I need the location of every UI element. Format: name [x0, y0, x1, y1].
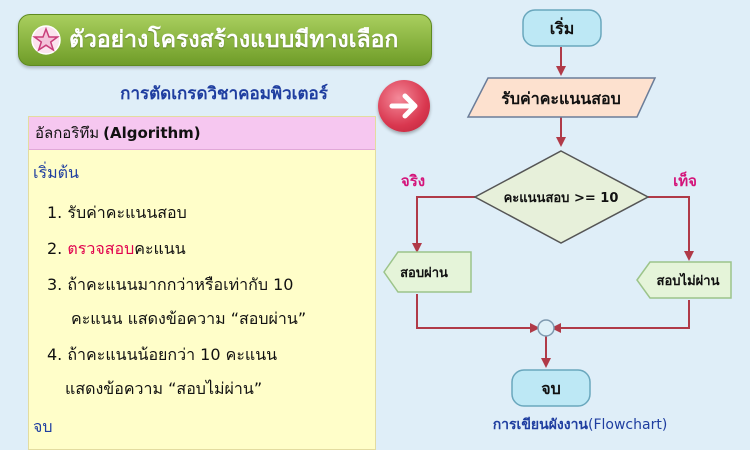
star-icon	[31, 25, 61, 55]
flowchart-caption: การเขียนผังงาน(Flowchart)	[470, 414, 690, 436]
algorithm-start: เริ่มต้น	[33, 163, 79, 182]
algorithm-end: จบ	[33, 417, 53, 436]
algorithm-step-2-highlight: ตรวจสอบ	[67, 239, 135, 258]
algorithm-step-2-rest: คะแนน	[134, 239, 186, 258]
algorithm-step-2-num: 2.	[47, 239, 68, 258]
flowchart-caption-bold: การเขียนผังงาน	[492, 417, 588, 433]
algorithm-step-2: 2. ตรวจสอบคะแนน	[47, 237, 186, 262]
algorithm-step-3-line-2: คะแนน แสดงข้อความ “สอบผ่าน”	[71, 309, 307, 328]
fail-output-label: สอบไม่ผ่าน	[657, 272, 720, 289]
algorithm-step-4-line-2: แสดงข้อความ “สอบไม่ผ่าน”	[65, 379, 263, 398]
input-parallelogram	[466, 77, 657, 118]
pass-output-shape	[383, 251, 472, 293]
arrow-pass-to-join	[416, 294, 540, 333]
start-terminal	[522, 9, 602, 47]
join-connector	[537, 319, 555, 337]
algorithm-step-1: 1. รับค่าคะแนนสอบ	[47, 203, 187, 222]
decision-diamond	[473, 150, 650, 244]
decision-label: คะแนนสอบ >= 10	[504, 191, 619, 206]
algorithm-subtitle: การตัดเกรดวิชาคอมพิวเตอร์	[120, 84, 328, 104]
true-branch-label: จริง	[401, 172, 425, 190]
algorithm-header-en: (Algorithm)	[103, 124, 201, 142]
next-button[interactable]	[378, 80, 430, 132]
arrow-decision-to-fail	[648, 196, 694, 261]
arrow-fail-to-join	[551, 300, 690, 333]
flowchart-caption-rest: (Flowchart)	[588, 417, 668, 433]
arrow-right-icon	[389, 93, 418, 119]
algorithm-step-3-line-1: 3. ถ้าคะแนนมากกว่าหรือเท่ากับ 10	[47, 275, 294, 294]
pass-output-label: สอบผ่าน	[400, 266, 448, 281]
input-label: รับค่าคะแนนสอบ	[501, 89, 620, 108]
false-branch-label: เท็จ	[673, 171, 697, 190]
banner-title: ตัวอย่างโครงสร้างแบบมีทางเลือก	[69, 27, 399, 53]
algorithm-header: อัลกอริทึม (Algorithm)	[29, 117, 375, 150]
title-banner: ตัวอย่างโครงสร้างแบบมีทางเลือก	[18, 14, 432, 66]
start-terminal-label: เริ่ม	[550, 17, 575, 38]
end-terminal-label: จบ	[541, 379, 561, 398]
algorithm-box: อัลกอริทึม (Algorithm) เริ่มต้น 1. รับค่…	[28, 116, 376, 450]
fail-output-shape	[636, 261, 732, 299]
algorithm-step-4-line-1: 4. ถ้าคะแนนน้อยกว่า 10 คะแนน	[47, 345, 278, 364]
arrow-decision-to-pass	[412, 196, 475, 253]
end-terminal	[511, 369, 591, 407]
algorithm-header-th: อัลกอริทึม	[35, 124, 100, 142]
